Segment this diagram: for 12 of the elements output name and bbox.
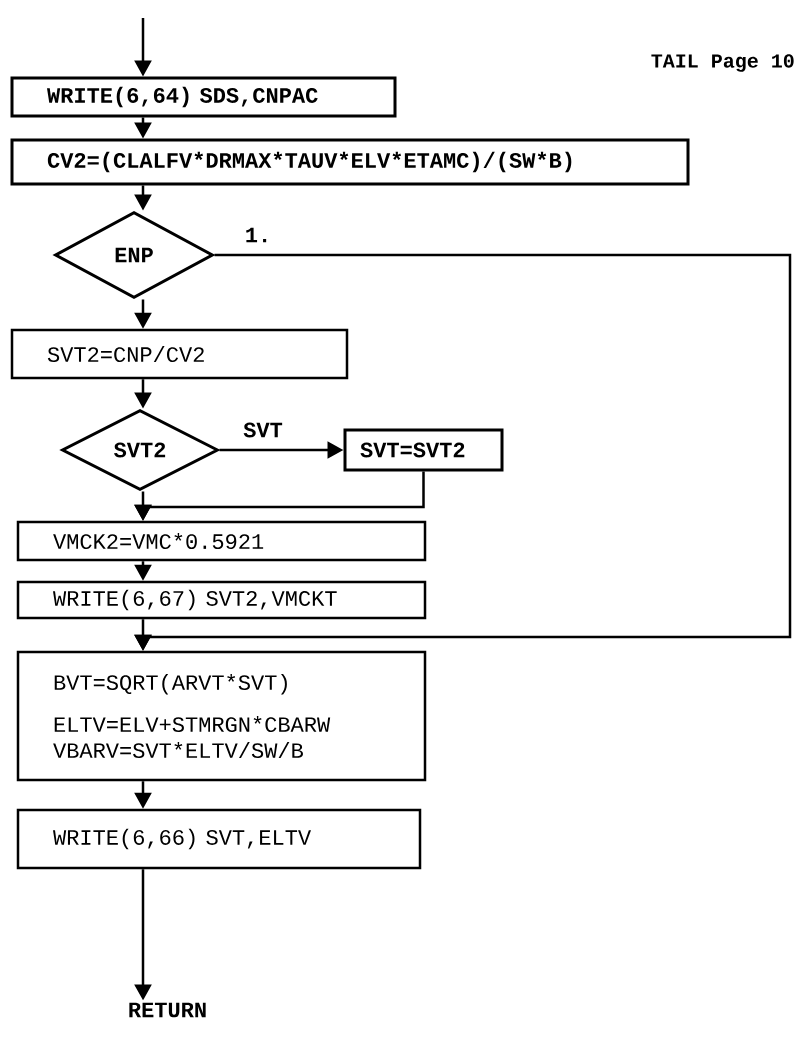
- process-box: SVT=SVT2: [343, 428, 504, 472]
- process-box: CV2=(CLALFV*DRMAX*TAUV*ELV*ETAMC)/(SW*B): [10, 138, 690, 186]
- edge-label: 1.: [243, 226, 273, 244]
- process-box: BVT=SQRT(ARVT*SVT) ELTV=ELV+STMRGN*CBARW VBARV=SVT*ELTV/SW/B: [16, 650, 427, 782]
- process-box: SVT2=CNP/CV2: [10, 328, 349, 380]
- page-heading: TAIL Page 10: [651, 54, 794, 72]
- process-box: WRITE(6,67) SVT2,VMCKT: [16, 580, 427, 620]
- process-box: VMCK2=VMC*0.5921: [16, 520, 427, 562]
- process-box: WRITE(6,66) SVT,ELTV: [16, 808, 422, 870]
- terminal-label: RETURN: [129, 1002, 206, 1018]
- process-box: WRITE(6,64) SDS,CNPAC: [10, 76, 397, 118]
- edge-label: SVT: [242, 421, 284, 439]
